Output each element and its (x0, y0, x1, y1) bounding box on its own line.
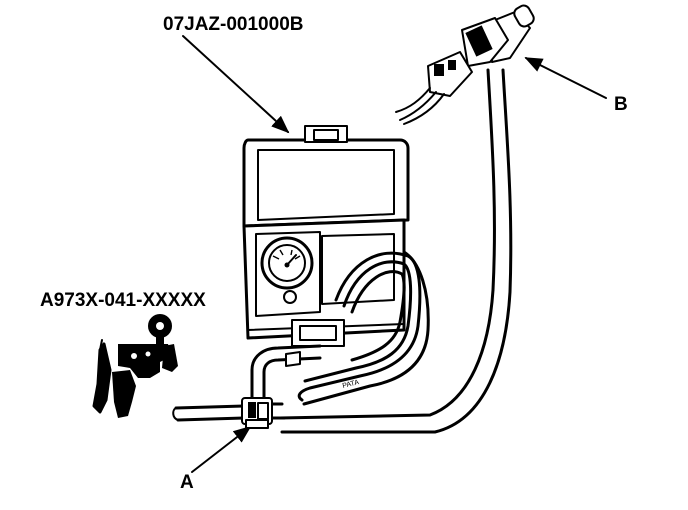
fuel-line-pipe (172, 402, 286, 422)
leader-line-b (524, 57, 607, 99)
connector-wires (395, 87, 445, 125)
gauge-dial-icon (260, 236, 314, 290)
leader-line-tool (182, 35, 290, 134)
tool-case (242, 125, 410, 347)
tester-part-number-label: A973X-041-XXXXX (40, 290, 206, 311)
main-hose (278, 68, 513, 434)
connector-b (427, 4, 535, 97)
callout-a-label: A (180, 472, 194, 493)
t-fitting-a (241, 397, 273, 429)
connecting-line (250, 344, 322, 406)
hose-marking: PATA (342, 379, 360, 390)
case-hoses: PATA (297, 250, 430, 406)
tool-part-number-label: 07JAZ-001000B (163, 14, 303, 35)
callout-b-label: B (614, 94, 628, 115)
leader-line-a (191, 425, 252, 473)
tester-tool (92, 314, 178, 418)
